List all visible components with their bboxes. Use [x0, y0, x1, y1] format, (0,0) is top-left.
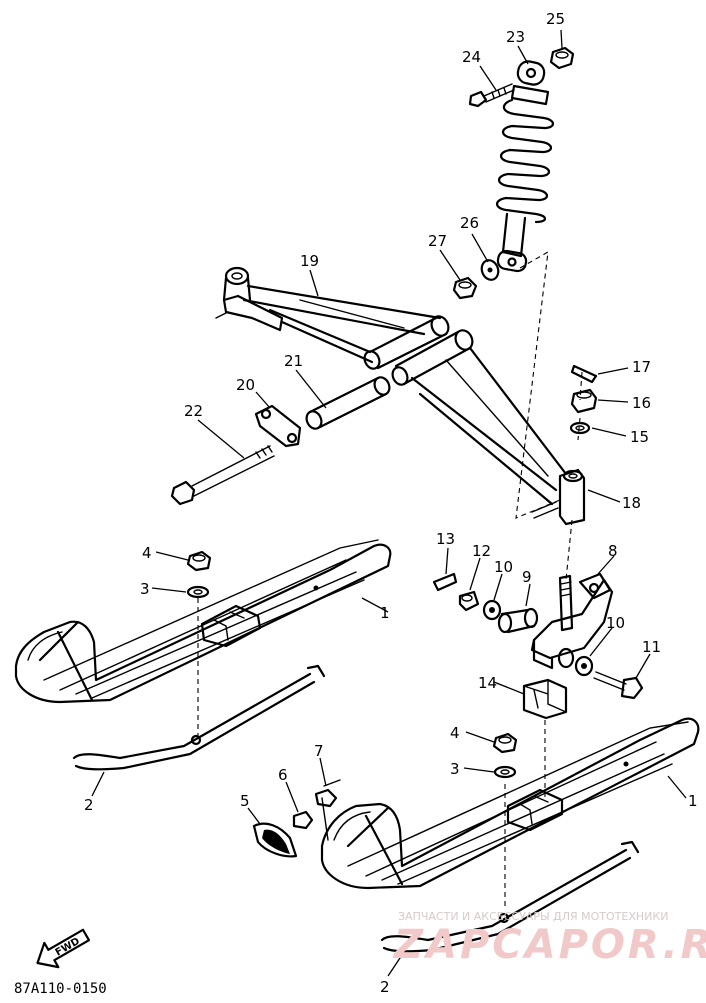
callout-4-left: 4 [142, 544, 152, 562]
callout-2-left: 2 [84, 796, 94, 814]
washer-10-lower [574, 655, 594, 677]
callout-18: 18 [622, 494, 641, 512]
callout-22: 22 [184, 402, 203, 420]
callout-26: 26 [460, 214, 479, 232]
wear-bar-left [72, 664, 326, 771]
washer-10-upper [482, 599, 502, 621]
callout-9: 9 [522, 568, 532, 586]
callout-25: 25 [546, 10, 565, 28]
watermark-logo: ZAPCAPOR.RU [392, 922, 706, 968]
washer-3-left [186, 585, 210, 599]
callout-10-lower: 10 [606, 614, 625, 632]
nut-25 [549, 46, 575, 70]
watermark: ЗАПЧАСТИ И АКСЕССУАРЫ ДЛЯ МОТОТЕХНИКИ ZA… [392, 910, 706, 968]
callout-3-right: 3 [450, 760, 460, 778]
bolt-11 [593, 671, 644, 700]
callout-8: 8 [608, 542, 618, 560]
shock-absorber [495, 60, 555, 273]
callout-6: 6 [278, 766, 288, 784]
bolt-24 [468, 83, 515, 108]
diagram-code: 87A110-0150 [14, 981, 107, 997]
leader-lines [91, 29, 687, 977]
upper-a-arm [215, 266, 586, 526]
callout-23: 23 [506, 28, 525, 46]
callout-20: 20 [236, 376, 255, 394]
castle-nut-16 [570, 388, 598, 414]
callout-11: 11 [642, 638, 661, 656]
callout-21: 21 [284, 352, 303, 370]
callout-labels: 25 23 24 26 27 19 17 16 15 21 20 22 18 4… [84, 10, 698, 996]
callout-12: 12 [472, 542, 491, 560]
nut-4-left [186, 550, 212, 572]
ski-mount-block-14 [522, 678, 568, 720]
callout-27: 27 [428, 232, 447, 250]
callout-2-right: 2 [380, 978, 390, 996]
callout-1-left: 1 [380, 604, 390, 622]
callout-24: 24 [462, 48, 481, 66]
bushing-tube-9 [497, 607, 539, 634]
callout-19: 19 [300, 252, 319, 270]
ski-left [14, 539, 392, 704]
callout-15: 15 [630, 428, 649, 446]
callout-3-left: 3 [140, 580, 150, 598]
callout-16: 16 [632, 394, 651, 412]
callout-17: 17 [632, 358, 651, 376]
callout-1-right: 1 [688, 792, 698, 810]
callout-13: 13 [436, 530, 455, 548]
fwd-arrow-icon: FWD [36, 928, 91, 969]
callout-14: 14 [478, 674, 497, 692]
pin-13 [432, 572, 458, 592]
nut-27 [452, 276, 478, 300]
washer-3-right [493, 765, 517, 779]
callout-4-right: 4 [450, 724, 460, 742]
collar-tube-21 [305, 376, 391, 430]
bracket-20 [254, 404, 302, 448]
nut-6 [292, 810, 314, 830]
wear-bar-right [380, 840, 640, 953]
watermark-tagline: ЗАПЧАСТИ И АКСЕССУАРЫ ДЛЯ МОТОТЕХНИКИ [398, 910, 668, 923]
long-bolt-22 [170, 445, 275, 506]
callout-5: 5 [240, 792, 250, 810]
nut-4-right [492, 732, 518, 754]
ski-right [320, 717, 700, 890]
cotter-pin-17 [570, 364, 598, 384]
screw-7 [314, 779, 341, 841]
callout-7: 7 [314, 742, 324, 760]
callout-10-upper: 10 [494, 558, 513, 576]
bushing-12 [458, 590, 480, 612]
washer-15 [569, 421, 591, 435]
ski-cap-5 [252, 822, 298, 858]
spindle-8 [530, 572, 614, 670]
